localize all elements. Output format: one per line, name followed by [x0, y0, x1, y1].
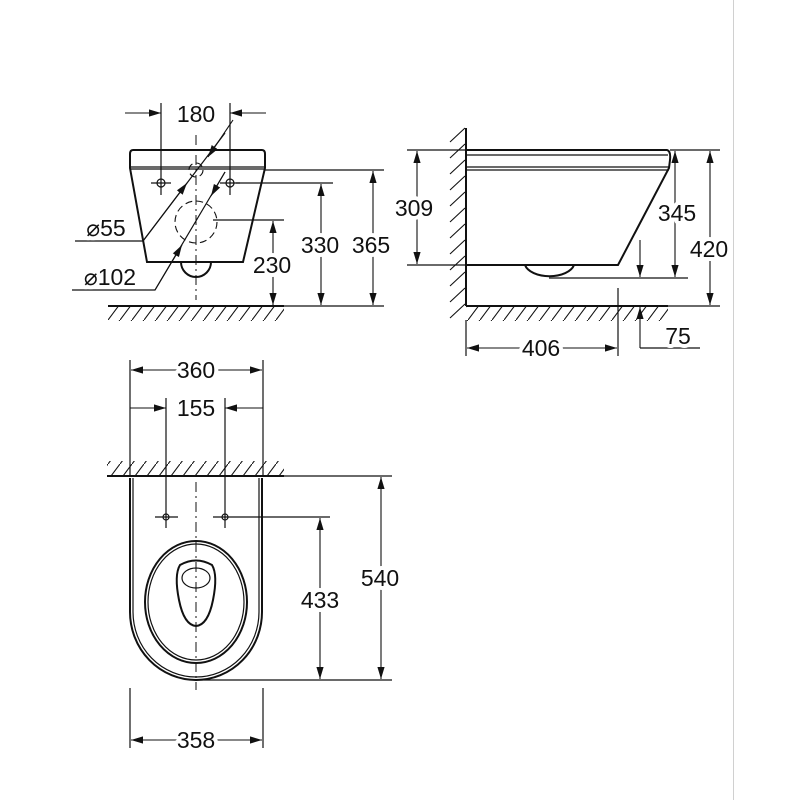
outlet-circle — [174, 200, 218, 244]
dim-360: 360 — [177, 357, 215, 383]
dim-365: 365 — [352, 232, 390, 258]
dim-358: 358 — [177, 727, 215, 753]
dim-330: 330 — [301, 232, 339, 258]
bowl-side-outline — [466, 149, 672, 266]
bowl-outline — [129, 149, 266, 263]
dim-433: 433 — [301, 587, 339, 613]
dim-345: 345 — [658, 200, 696, 226]
side-view: 309 345 420 75 406 — [391, 127, 732, 365]
floor-hatch-side — [466, 307, 668, 321]
wall-hatch-top — [107, 461, 284, 475]
fixing-hole-marks-top — [155, 513, 330, 521]
floor-hatch — [108, 307, 284, 321]
dim-180: 180 — [177, 101, 215, 127]
dim-420: 420 — [690, 236, 728, 262]
front-view: 180 230 330 365 ⌀55 ⌀102 — [72, 97, 394, 321]
dim-309: 309 — [395, 195, 433, 221]
dim-406: 406 — [522, 335, 560, 361]
page-edge-line — [733, 0, 734, 800]
dim-75: 75 — [665, 323, 691, 349]
wall-hatch — [449, 127, 466, 319]
top-view: 360 155 433 540 358 — [107, 353, 403, 757]
dim-diameter-55: ⌀55 — [86, 215, 125, 241]
bowl-inner — [175, 559, 217, 628]
dim-540: 540 — [361, 565, 399, 591]
dim-230: 230 — [253, 252, 291, 278]
outlet-side — [524, 264, 575, 278]
dim-diameter-102: ⌀102 — [84, 264, 136, 290]
dim-155: 155 — [177, 395, 215, 421]
fixing-hole-marks — [151, 162, 240, 195]
